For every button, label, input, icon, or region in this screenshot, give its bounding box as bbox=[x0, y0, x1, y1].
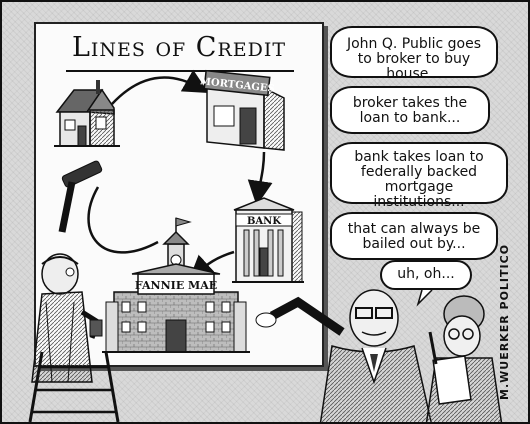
line-of-credit-curve bbox=[87, 186, 159, 254]
fannie-mae-building-icon bbox=[102, 217, 250, 353]
woman-figure bbox=[425, 295, 503, 422]
board-title: Lines of Credit bbox=[71, 32, 287, 63]
bank-building-icon bbox=[232, 197, 304, 283]
pointing-man-figure bbox=[255, 289, 432, 422]
speech-bubble-4: that can always be bailed out by... bbox=[330, 212, 498, 260]
speech-bubble-5: uh, oh... bbox=[380, 260, 472, 290]
fannie-mae-sign: FANNIE MAE bbox=[135, 279, 217, 292]
speech-bubble-1: John Q. Public goes to broker to buy hou… bbox=[330, 26, 498, 82]
ladder-icon bbox=[28, 351, 120, 422]
arrow-house-to-mortgages bbox=[111, 69, 209, 105]
arrow-mortgages-to-bank bbox=[247, 151, 273, 206]
bubble-tail bbox=[416, 289, 433, 307]
speech-bubble-3: bank takes loan to federally backed mort… bbox=[330, 142, 508, 210]
john-q-public-figure bbox=[31, 160, 103, 383]
bank-sign: BANK bbox=[247, 216, 281, 227]
speech-bubble-2: broker takes the loan to bank... bbox=[330, 86, 490, 134]
mortgages-building-icon bbox=[203, 69, 285, 151]
title-underline bbox=[66, 70, 294, 72]
artist-signature: M.WUERKER POLITICO bbox=[498, 243, 511, 400]
house-icon bbox=[54, 80, 120, 147]
